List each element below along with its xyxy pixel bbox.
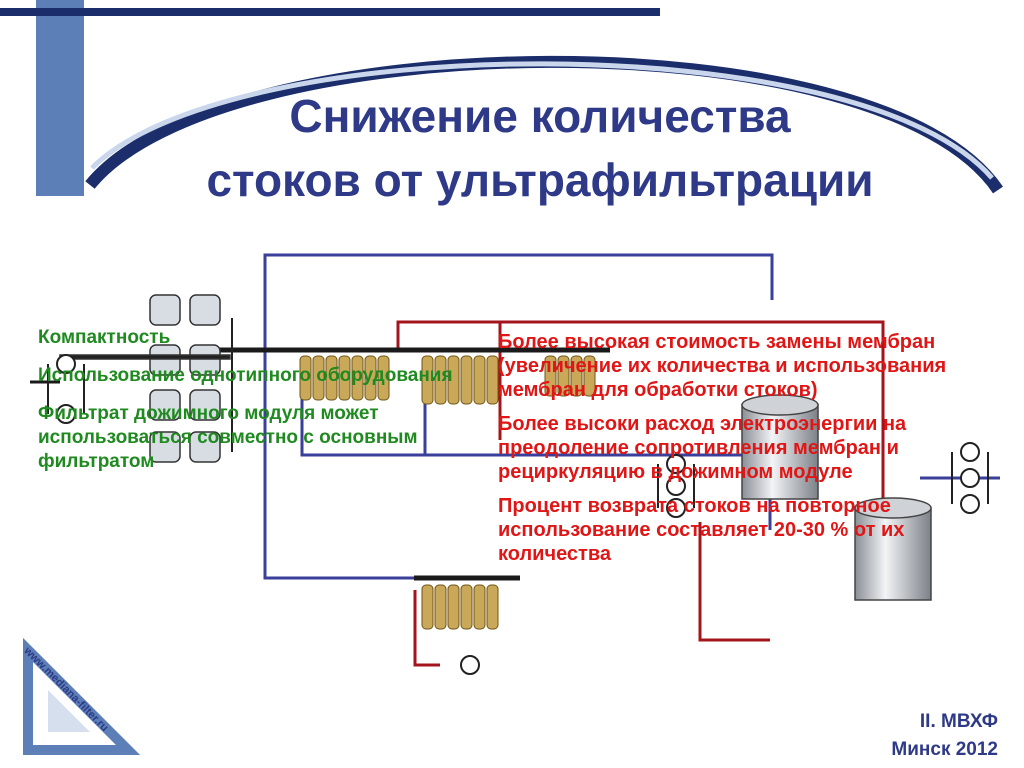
footer-place-year: Минск 2012 <box>891 739 998 760</box>
waste-tank <box>854 497 932 601</box>
title-line-2: стоков от ультрафильтрации <box>206 154 874 206</box>
filtrate-tank <box>741 394 819 500</box>
blue-pipelines <box>263 253 1000 580</box>
disadvantage-item: Более высокая стоимость замены мембран (… <box>498 331 947 401</box>
pump-icons <box>56 354 980 675</box>
left-accent-bar <box>36 0 84 196</box>
uf-module-group-3 <box>544 355 596 397</box>
uf-module-group-1 <box>299 355 390 401</box>
slide-title: Снижение количества стоков от ультрафиль… <box>60 84 1020 212</box>
logo-triangle-icon <box>23 637 141 755</box>
footer-event: II. МВХФ <box>919 711 998 732</box>
red-pipelines <box>396 320 885 667</box>
title-line-1: Снижение количества <box>289 90 791 142</box>
footer: II. МВХФ Минск 2012 <box>891 708 998 764</box>
disadvantage-item: Более высоки расход электроэнергии на пр… <box>498 413 907 483</box>
cartridge-filter-group <box>59 294 233 463</box>
uf-module-group-2 <box>421 355 499 405</box>
advantages-list: Компактность Использование однотипного о… <box>38 326 478 488</box>
advantage-item: Компактность <box>38 327 171 348</box>
advantage-item: Фильтрат дожимного модуля может использо… <box>38 403 418 472</box>
advantage-item: Использование однотипного оборудования <box>38 365 453 386</box>
disadvantages-list: Более высокая стоимость замены мембран (… <box>498 330 978 576</box>
booster-uf-module <box>421 584 499 630</box>
disadvantage-item: Процент возврата стоков на повторное исп… <box>498 495 905 565</box>
top-accent-line <box>0 8 660 16</box>
